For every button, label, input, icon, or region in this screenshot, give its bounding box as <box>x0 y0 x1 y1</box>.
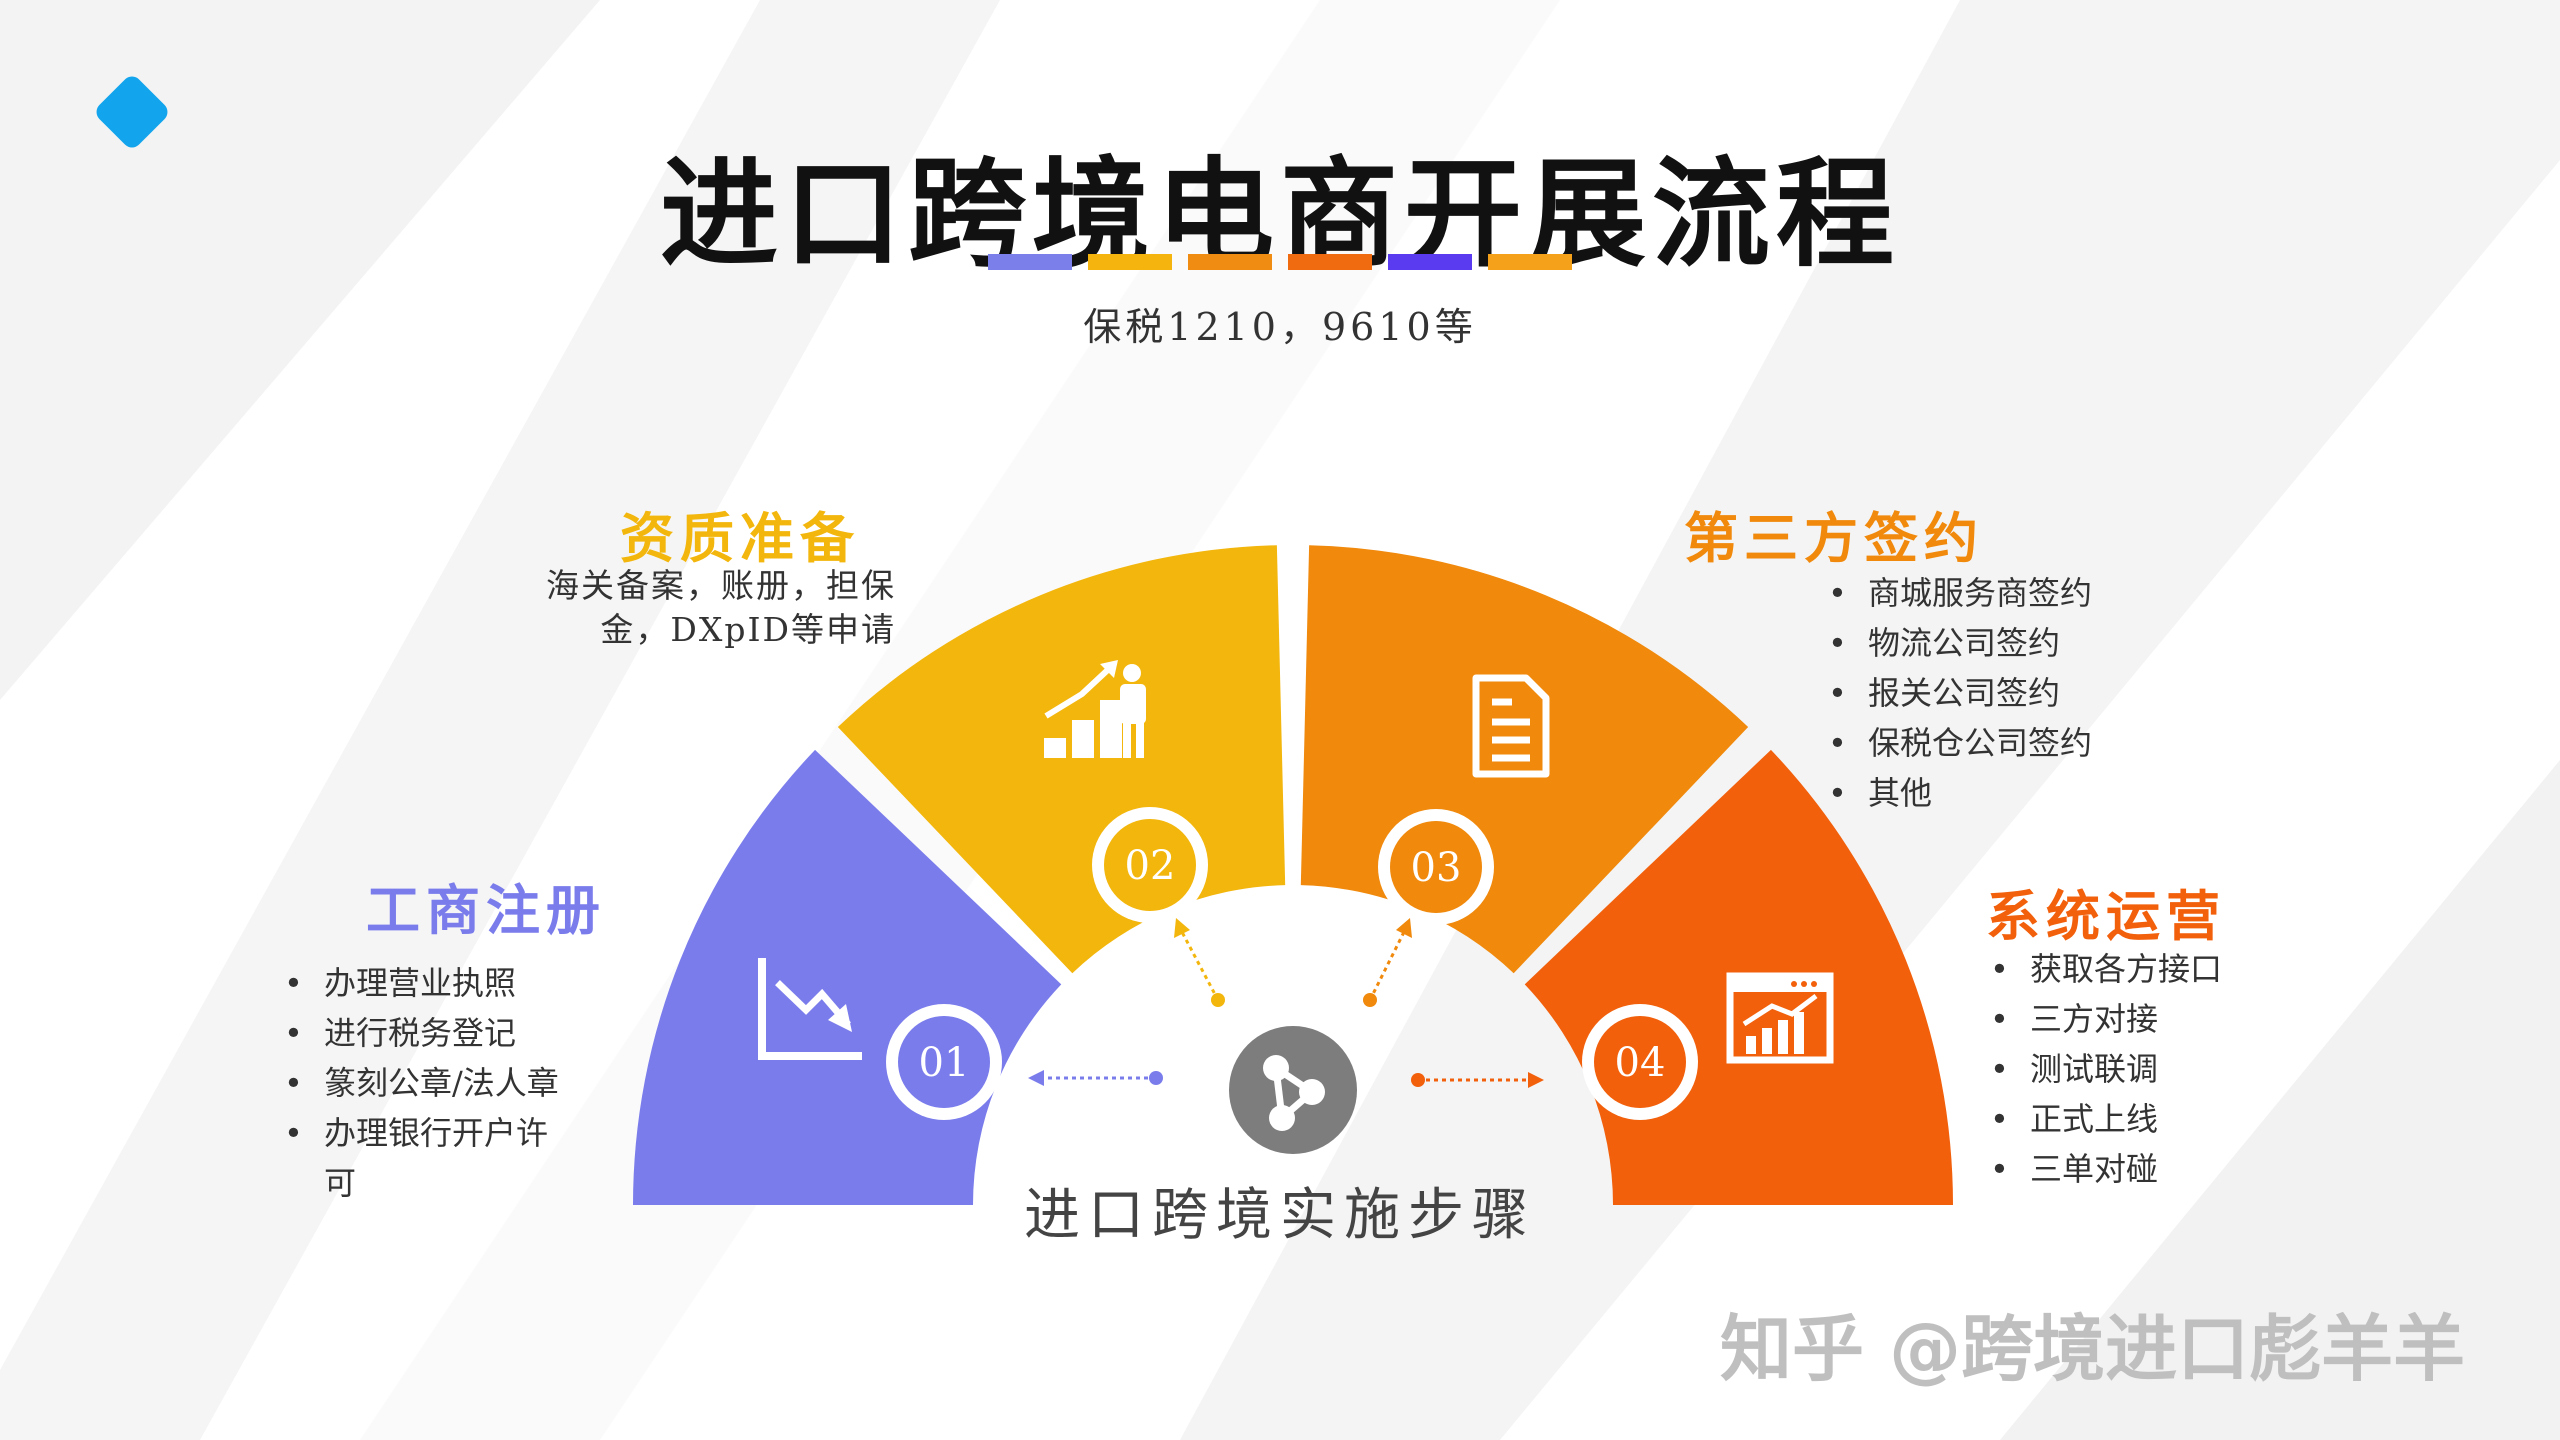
description-line: 金，DXpID等申请 <box>600 610 896 649</box>
list-item: 三单对碰 <box>1990 1144 2330 1194</box>
page-title: 进口跨境电商开展流程 <box>659 144 1900 283</box>
step-03-list: 商城服务商签约 物流公司签约 报关公司签约 保税仓公司签约 其他 <box>1828 568 2188 818</box>
step-number-badge: 03 <box>1378 809 1494 925</box>
color-strip-segment <box>1388 254 1472 270</box>
step-04-title: 系统运营 <box>1986 884 2226 948</box>
list-item: 办理营业执照 <box>284 958 604 1008</box>
step-number-badge: 01 <box>886 1004 1002 1120</box>
list-item: 获取各方接口 <box>1990 944 2330 994</box>
step-01-title: 工商注册 <box>366 878 606 942</box>
watermark: 知乎 @跨境进口彪羊羊 <box>1720 1307 2466 1391</box>
step-03-title: 第三方签约 <box>1684 506 1984 570</box>
page-subtitle: 保税1210，9610等 <box>1083 305 1477 349</box>
document-icon <box>1472 674 1550 778</box>
step-number-badge: 04 <box>1582 1004 1698 1120</box>
list-item: 办理银行开户许 <box>284 1108 604 1158</box>
list-item: 其他 <box>1828 768 2188 818</box>
step-01-list: 办理营业执照 进行税务登记 篆刻公章/法人章 办理银行开户许 <box>284 958 604 1158</box>
color-strip-segment <box>1488 254 1572 270</box>
list-item: 进行税务登记 <box>284 1008 604 1058</box>
step-04-list: 获取各方接口 三方对接 测试联调 正式上线 三单对碰 <box>1990 944 2330 1194</box>
connector-arrows <box>1028 918 1544 1088</box>
list-item: 报关公司签约 <box>1828 668 2188 718</box>
step-02-description: 海关备案，账册，担保 金，DXpID等申请 <box>520 564 896 652</box>
share-icon <box>1229 1026 1357 1154</box>
step-number: 01 <box>919 1040 970 1086</box>
list-item: 测试联调 <box>1990 1044 2330 1094</box>
list-item: 正式上线 <box>1990 1094 2330 1144</box>
step-number: 03 <box>1411 845 1462 891</box>
center-label: 进口跨境实施步骤 <box>1024 1183 1536 1248</box>
list-item: 三方对接 <box>1990 994 2330 1044</box>
step-number: 02 <box>1125 843 1176 889</box>
step-02-title: 资质准备 <box>620 506 860 570</box>
list-item: 保税仓公司签约 <box>1828 718 2188 768</box>
chart-down-icon <box>758 958 862 1060</box>
title-color-strip <box>0 254 2560 270</box>
description-line: 海关备案，账册，担保 <box>546 566 896 605</box>
growth-person-icon <box>1044 660 1146 758</box>
color-strip-segment <box>1288 254 1372 270</box>
chart-window-icon <box>1726 972 1834 1064</box>
list-item-continuation: 可 <box>324 1164 357 1202</box>
list-item: 商城服务商签约 <box>1828 568 2188 618</box>
color-strip-segment <box>988 254 1072 270</box>
color-strip-segment <box>1188 254 1272 270</box>
list-item: 篆刻公章/法人章 <box>284 1058 604 1108</box>
step-number-badge: 02 <box>1092 807 1208 923</box>
step-number: 04 <box>1615 1040 1666 1086</box>
color-strip-segment <box>1088 254 1172 270</box>
list-item: 物流公司签约 <box>1828 618 2188 668</box>
